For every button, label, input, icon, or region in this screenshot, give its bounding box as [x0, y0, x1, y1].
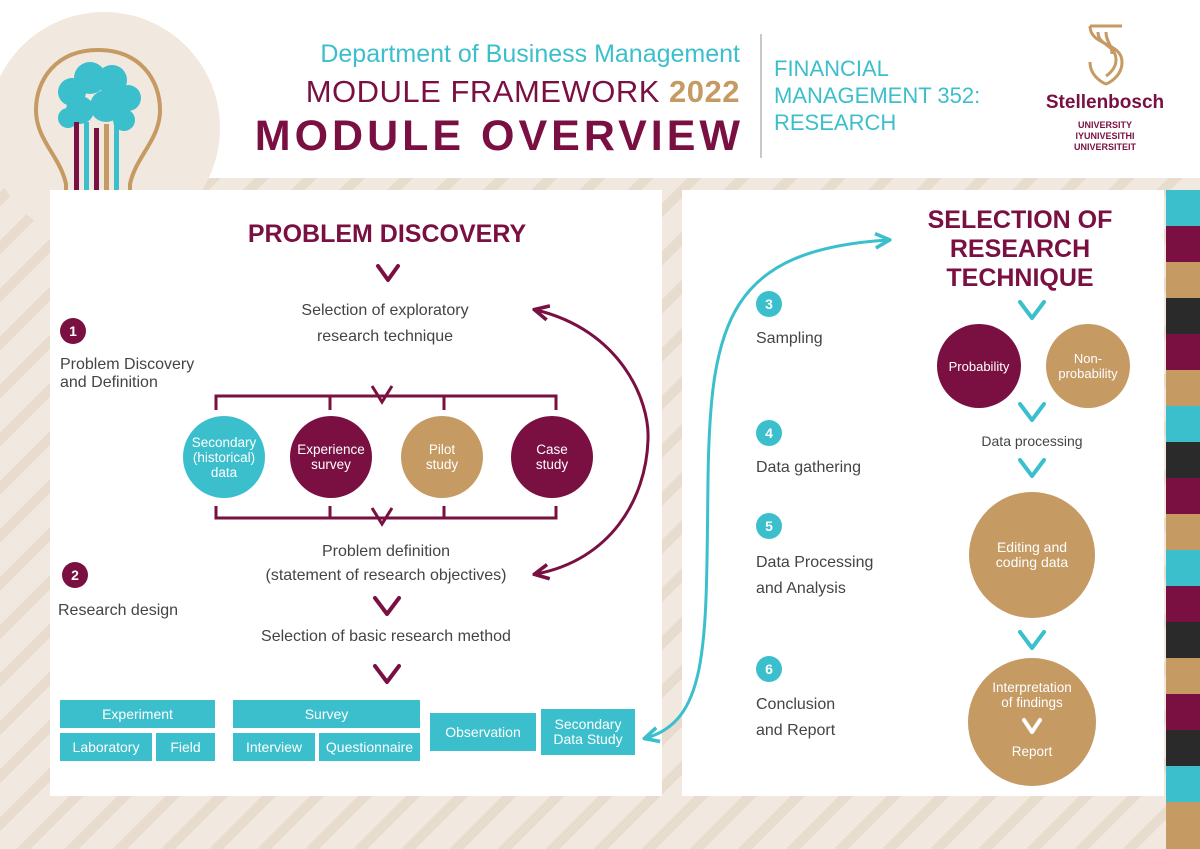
interpretation-circle: Interpretation of findings Report: [968, 658, 1096, 786]
chevron-down-icon: [373, 664, 401, 684]
circle-line: probability: [1058, 366, 1118, 381]
exploratory-line: research technique: [316, 328, 454, 345]
technique-line: study: [425, 457, 459, 472]
chevron-down-icon: [1022, 718, 1042, 734]
module-year: 2022: [669, 74, 740, 109]
chevron-down-icon: [376, 264, 400, 282]
department-name: Department of Business Management: [320, 40, 740, 68]
course-line: MANAGEMENT 352:: [774, 83, 981, 108]
title-line: SELECTION OF: [927, 206, 1113, 234]
problem-definition-line: Problem definition: [321, 543, 451, 560]
step-3-label: Sampling: [756, 328, 886, 350]
step-number-badge: 2: [62, 562, 88, 588]
lightbulb-brain-icon: [33, 47, 163, 242]
step-number-badge: 1: [60, 318, 86, 344]
data-processing-label: Data processing: [981, 433, 1083, 449]
method-experiment: Experiment: [60, 700, 215, 728]
step-6-label: Conclusion and Report: [756, 692, 896, 744]
university-subtitle-line: UNIVERSITEIT: [1073, 142, 1136, 152]
step-label-line: and Definition: [60, 374, 158, 391]
side-stripe-decoration: [1166, 190, 1200, 849]
step-number-badge: 5: [756, 513, 782, 539]
method-questionnaire: Questionnaire: [319, 733, 420, 761]
method-line: Data Study: [553, 731, 623, 747]
circle-line: coding data: [995, 554, 1069, 570]
chevron-down-icon: [373, 596, 401, 616]
chevron-down-icon: [1018, 300, 1046, 320]
research-technique-title: SELECTION OF RESEARCH TECHNIQUE: [900, 206, 1140, 293]
step-label-line: Data gathering: [756, 459, 861, 476]
technique-line: Secondary: [191, 434, 257, 450]
method-field: Field: [156, 733, 215, 761]
step-label-line: Sampling: [756, 330, 823, 347]
exploratory-technique-label: Selection of exploratory research techni…: [240, 298, 530, 350]
circle-line: Editing and: [996, 539, 1068, 555]
technique-line: Pilot: [428, 442, 456, 457]
circle-line: Interpretation: [992, 680, 1072, 695]
step-label-line: Conclusion: [756, 696, 836, 713]
method-secondary-data-study: Secondary Data Study: [541, 709, 635, 755]
step-number-badge: 3: [756, 291, 782, 317]
university-name: Stellenbosch: [1045, 92, 1165, 113]
technique-line: Case: [536, 442, 568, 457]
module-framework-text: MODULE FRAMEWORK: [305, 74, 660, 109]
circle-line: Non-: [1073, 351, 1103, 366]
method-line: Secondary: [554, 716, 622, 732]
basic-method-label: Selection of basic research method: [261, 628, 511, 645]
step-5-label: Data Processing and Analysis: [756, 550, 906, 602]
header-divider: [760, 34, 762, 158]
editing-coding-circle: Editing and coding data: [969, 492, 1095, 618]
university-subtitle-line: UNIVERSITY: [1077, 120, 1132, 130]
step-label-line: Problem Discovery: [60, 356, 195, 373]
technique-line: survey: [311, 457, 351, 472]
problem-definition-label: Problem definition (statement of researc…: [226, 540, 546, 588]
problem-discovery-title: PROBLEM DISCOVERY: [247, 220, 527, 248]
method-interview: Interview: [233, 733, 315, 761]
step-2-label: Research design: [58, 600, 238, 622]
title-line: RESEARCH: [949, 235, 1091, 263]
technique-case-study: Case study: [511, 416, 593, 498]
university-subtitle-line: IYUNIVESITHI: [1075, 131, 1135, 141]
technique-experience-survey: Experience survey: [290, 416, 372, 498]
step-label-line: and Report: [756, 722, 836, 739]
module-framework-heading: MODULE FRAMEWORK 2022: [200, 74, 740, 110]
exploratory-line: Selection of exploratory: [301, 302, 469, 319]
step-label-line: and Analysis: [756, 580, 846, 597]
step-4-label: Data gathering: [756, 457, 896, 479]
technique-pilot-study: Pilot study: [401, 416, 483, 498]
circle-line: of findings: [1001, 695, 1063, 710]
university-crest-icon: [1088, 24, 1124, 86]
module-overview-heading: MODULE OVERVIEW: [254, 112, 744, 160]
chevron-down-icon: [1018, 402, 1046, 422]
method-laboratory: Laboratory: [60, 733, 152, 761]
step-number-badge: 4: [756, 420, 782, 446]
title-line: TECHNIQUE: [946, 264, 1094, 292]
university-subtitle: UNIVERSITY IYUNIVESITHI UNIVERSITEIT: [1030, 120, 1180, 153]
problem-definition-line: (statement of research objectives): [265, 567, 507, 584]
step-label-line: Research design: [58, 602, 179, 619]
method-survey: Survey: [233, 700, 420, 728]
non-probability-circle: Non- probability: [1046, 324, 1130, 408]
step-1-label: Problem Discovery and Definition: [60, 356, 240, 392]
circle-line: Report: [1011, 744, 1053, 759]
step-label-line: Data Processing: [756, 554, 874, 571]
technique-line: data: [210, 464, 238, 480]
technique-line: (historical): [192, 449, 256, 465]
course-line: RESEARCH: [774, 110, 897, 135]
step-number-badge: 6: [756, 656, 782, 682]
probability-circle: Probability: [937, 324, 1021, 408]
method-observation: Observation: [430, 713, 536, 751]
chevron-down-icon: [1018, 630, 1046, 650]
technique-line: study: [535, 457, 569, 472]
course-line: FINANCIAL: [774, 56, 889, 81]
chevron-down-icon: [1018, 458, 1046, 478]
technique-secondary-data: Secondary (historical) data: [183, 416, 265, 498]
technique-line: Experience: [297, 442, 365, 457]
course-name: FINANCIAL MANAGEMENT 352: RESEARCH: [774, 55, 1010, 139]
